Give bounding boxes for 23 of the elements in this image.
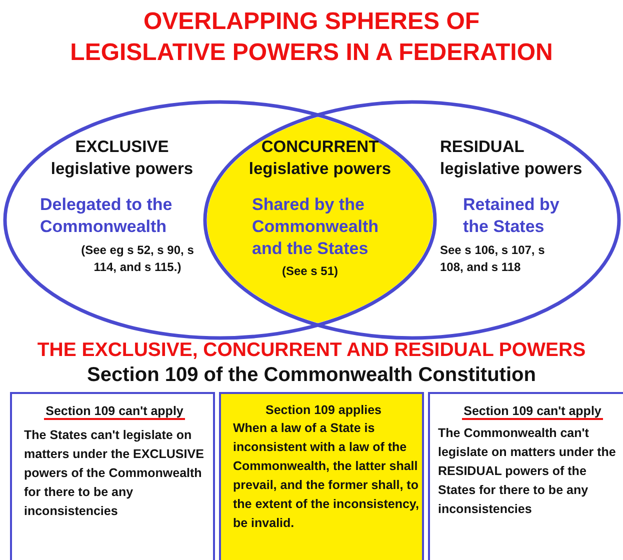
text-panel [219, 392, 424, 560]
box-heading: Section 109 can't apply [460, 403, 604, 420]
section-heading: THE EXCLUSIVE, CONCURRENT AND RESIDUAL POWERS [36, 338, 587, 363]
sphere-heading: RESIDUAL legislative powers [440, 137, 584, 180]
text-panel [428, 392, 623, 560]
sphere-description: Delegated to the Commonwealth [40, 194, 174, 238]
text-panel [10, 392, 215, 560]
box-text: The States can't legislate on matters under the EXCLUSIVE powers of the Commonwealth for there to be any inconsistencies [24, 427, 205, 520]
sphere-description: Shared by the Commonwealth and the States [252, 194, 380, 260]
sphere-description: Retained by the States [463, 194, 560, 238]
diagram-title: OVERLAPPING SPHERES OF LEGISLATIVE POWERS IN A FEDERATION [69, 7, 554, 68]
section-reference: See s 106, s 107, s 108, and s 118 [440, 242, 546, 276]
venn-circle [203, 100, 621, 340]
section-subheading: Section 109 of the Commonwealth Constitution [86, 363, 537, 388]
box-text: The Commonwealth can't legislate on matters under the RESIDUAL powers of the States for there to be any inconsistencies [438, 425, 617, 518]
section-reference: (See eg s 52, s 90, s 114, and s 115.) [80, 242, 195, 276]
box-heading: Section 109 applies [264, 402, 383, 419]
sphere-heading: CONCURRENT legislative powers [248, 137, 392, 180]
venn-circle [3, 100, 437, 340]
box-text: When a law of a State is inconsistent with a law of the Commonwealth, the latter shall prevail, and the former shall, to the extent of the inconsistency, be invalid. [233, 420, 420, 532]
box-heading: Section 109 can't apply [42, 403, 186, 420]
sphere-heading: EXCLUSIVE legislative powers [50, 137, 194, 180]
section-reference: (See s 51) [280, 263, 340, 280]
